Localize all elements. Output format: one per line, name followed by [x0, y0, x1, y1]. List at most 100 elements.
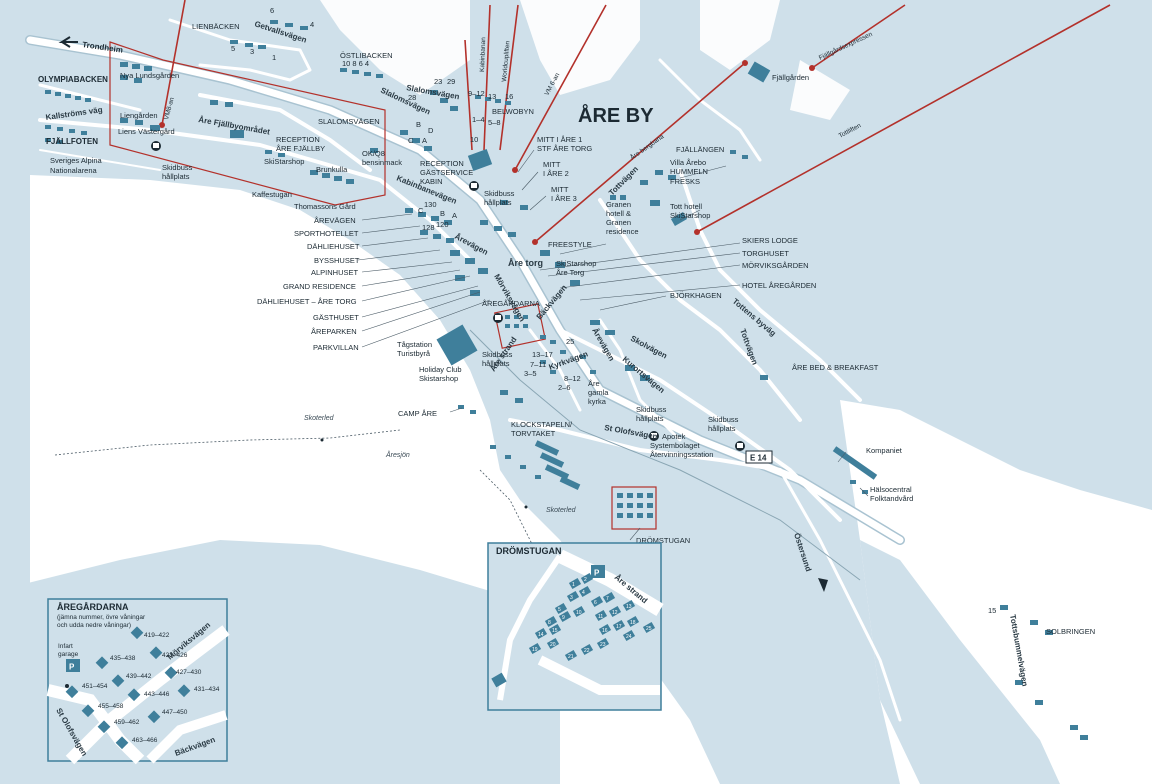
- label: SkiStarshop: [670, 211, 710, 220]
- cabin-unit-label: 8: [548, 620, 551, 626]
- label: SPORTHOTELLET: [294, 229, 359, 238]
- label: 16: [505, 92, 513, 101]
- label: RECEPTION: [420, 159, 464, 168]
- label: DÄHLIEHUSET: [307, 242, 360, 251]
- label: SKIERS LODGE: [742, 236, 798, 245]
- cabin-unit-label: 4: [582, 590, 585, 596]
- label: OK/Q8: [362, 149, 385, 158]
- cabin-unit-label: 11: [598, 614, 603, 620]
- snow-area-top-4: [790, 60, 850, 120]
- label: Skidbuss: [484, 189, 515, 198]
- e14-shield: [745, 450, 773, 464]
- label: hållplats: [162, 172, 190, 181]
- label: Kompaniet: [866, 446, 903, 455]
- cabin-unit: [558, 610, 572, 623]
- ski-lifts: [159, 0, 1111, 245]
- snow-area-top-3: [700, 0, 780, 70]
- label: ÖSTLIBACKEN: [340, 51, 393, 60]
- label: MITT: [551, 185, 569, 194]
- label: 4: [310, 20, 314, 29]
- cabin-unit: [580, 572, 594, 585]
- label: Systembolaget: [650, 441, 701, 450]
- label: Apotek: [662, 432, 686, 441]
- cabin-unit: [548, 623, 562, 636]
- label: FJÄLLFOTEN: [46, 137, 98, 146]
- label: 9–12: [468, 89, 485, 98]
- cabin-unit-label: 15: [552, 628, 558, 634]
- cabin-unit: [578, 585, 592, 598]
- label: hållplats: [484, 198, 512, 207]
- label: hållplats: [708, 424, 736, 433]
- inset-note: och udda nedre våningar): [57, 621, 131, 629]
- map-title: ÅRE BY: [578, 103, 654, 127]
- cabin-unit: [622, 629, 636, 642]
- label: DRÖMSTUGAN: [636, 536, 690, 545]
- label: Kaffestugan: [252, 190, 292, 199]
- cabin-unit-label: 10: [576, 610, 582, 616]
- label: A: [452, 211, 457, 220]
- label: A: [422, 136, 427, 145]
- cabin-unit: [564, 649, 578, 662]
- cabin-unit: [580, 643, 594, 656]
- label: residence: [606, 227, 639, 236]
- unit-label: 447–450: [162, 709, 188, 716]
- cabin-unit-label: 7: [606, 596, 609, 602]
- label: GRAND RESIDENCE: [283, 282, 356, 291]
- unit-label: 431–434: [194, 686, 220, 693]
- label: FJÄLLÄNGEN: [676, 145, 724, 154]
- label: Åre Torg: [556, 268, 584, 277]
- label: Åresjön: [385, 450, 410, 459]
- label: 28: [408, 93, 416, 102]
- label: hållplats: [636, 414, 664, 423]
- label: 120: [436, 220, 449, 229]
- bus-stop-icons: [151, 141, 745, 451]
- label: Skidbuss: [482, 350, 513, 359]
- snow-area-top-2: [520, 0, 640, 95]
- label: Nya Lundsgården: [120, 71, 179, 80]
- label: 23: [434, 77, 442, 86]
- label: Tott hotell: [670, 202, 702, 211]
- label: HOTEL ÅREGÅRDEN: [742, 281, 816, 290]
- cabin-unit-label: 18: [630, 620, 636, 626]
- label: ÅREPARKEN: [311, 327, 357, 336]
- unit-label: 423–426: [162, 652, 188, 659]
- label: 10: [470, 135, 478, 144]
- cabin-unit-label: 2: [584, 577, 587, 583]
- inset-aregardarna: ÅREGÅRDARNA (jämna nummer, övre våningar…: [46, 598, 230, 765]
- label: Folktandvård: [870, 494, 913, 503]
- label: DÄHLIEHUSET – ÅRE TORG: [257, 297, 357, 306]
- cabin-unit: [598, 623, 612, 636]
- unit-label: 439–442: [126, 673, 152, 680]
- parking-label: P: [594, 569, 600, 578]
- label: B: [416, 120, 421, 129]
- e14-label: E 14: [750, 454, 767, 463]
- label: ÅRE BED & BREAKFAST: [792, 363, 879, 372]
- label: hållplats: [482, 359, 510, 368]
- parking-icon: [66, 659, 80, 672]
- label: Turistbyrå: [397, 349, 431, 358]
- cabin-unit: [590, 595, 604, 608]
- cabin-unit-label: 25: [646, 626, 652, 632]
- railway: [469, 329, 861, 581]
- label: GÄSTHUSET: [313, 313, 359, 322]
- parking-icon: [591, 565, 605, 578]
- label: Skistarshop: [419, 374, 458, 383]
- cabin-unit: [554, 602, 568, 615]
- label: LIENBÄCKEN: [192, 22, 240, 31]
- label: Kabinbanan: [479, 37, 487, 72]
- unit-label: 459–462: [114, 719, 140, 726]
- cabin-unit: [602, 591, 616, 604]
- label: 13: [488, 92, 496, 101]
- label: 1–4: [472, 115, 485, 124]
- label: Granen: [606, 200, 631, 209]
- label: 13–17: [532, 350, 553, 359]
- label: Åre torg: [508, 258, 543, 268]
- label: B: [440, 209, 445, 218]
- label: Åre: [588, 379, 600, 388]
- label: Liengården: [120, 111, 158, 120]
- inset-title: DRÖMSTUGAN: [496, 546, 562, 556]
- label: HUMMELN: [670, 167, 708, 176]
- label: Skidbuss: [162, 163, 193, 172]
- label: Hälsocentral: [870, 485, 912, 494]
- cabin-unit-label: 5: [558, 607, 561, 613]
